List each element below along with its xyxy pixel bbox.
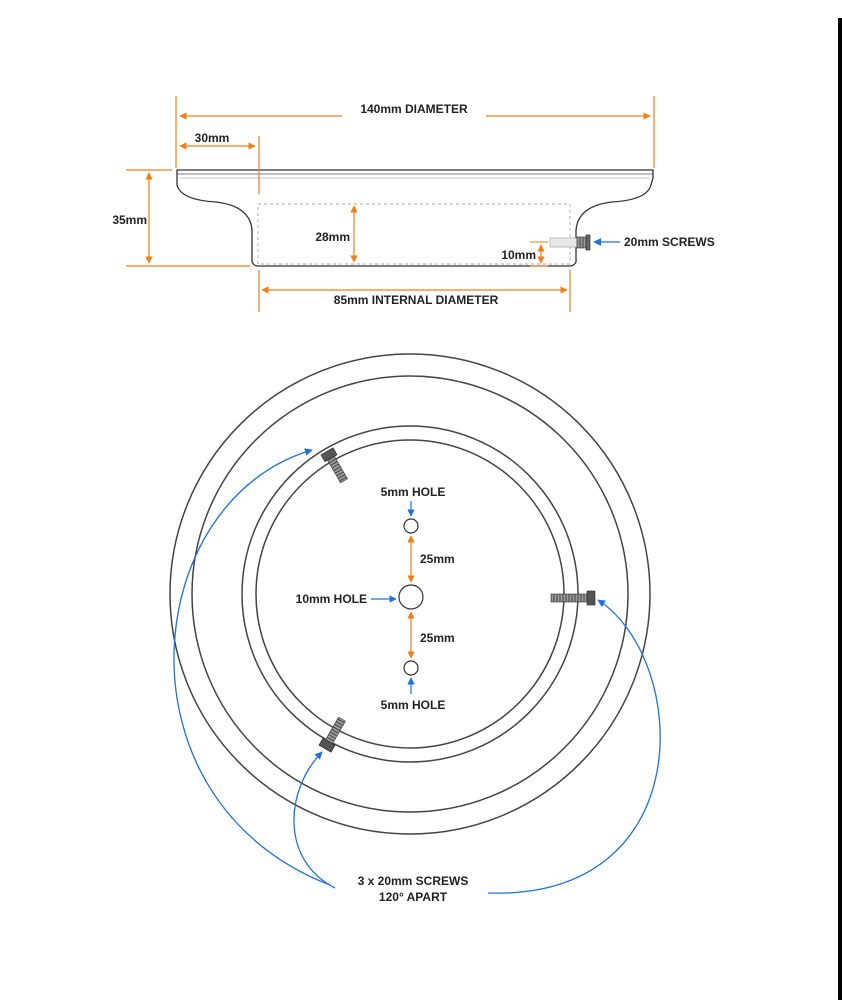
- label-center-hole: 10mm HOLE: [296, 592, 367, 606]
- side-screw-thread: [576, 236, 587, 249]
- screw-upper-left: [320, 447, 348, 484]
- screw-right: [550, 590, 596, 606]
- label-screws-note-line1: 3 x 20mm SCREWS: [358, 874, 469, 888]
- right-border-rule: [838, 18, 842, 1000]
- hole-bottom-5mm: [403, 660, 419, 676]
- label-height: 35mm: [112, 213, 147, 227]
- label-rim-width: 30mm: [195, 131, 230, 145]
- label-screw-callout: 20mm SCREWS: [624, 235, 715, 249]
- label-bottom-hole: 5mm HOLE: [381, 698, 446, 712]
- internal-cavity: [257, 203, 571, 265]
- side-view: 140mm DIAMETER 30mm 35mm 28mm 10mm 20mm …: [105, 96, 715, 312]
- label-overall-diameter: 140mm DIAMETER: [360, 102, 468, 116]
- callout-curve-right: [487, 599, 661, 894]
- callout-curve-lower: [293, 751, 336, 889]
- label-screw-height: 10mm: [501, 248, 536, 262]
- rim-inner-ring: [191, 375, 629, 813]
- top-view: 5mm HOLE 25mm 10mm HOLE 25mm 5mm HOLE 3 …: [169, 353, 661, 904]
- label-internal-diameter: 85mm INTERNAL DIAMETER: [334, 293, 499, 307]
- label-screws-note-line2: 120° APART: [379, 890, 448, 904]
- label-bg-140: [342, 103, 486, 117]
- label-upper-spacing: 25mm: [420, 552, 455, 566]
- side-view-outline: [176, 169, 654, 267]
- label-bg-85: [310, 292, 520, 306]
- outer-rim-ring: [169, 353, 651, 835]
- screw-lower-left: [318, 716, 346, 753]
- label-lower-spacing: 25mm: [420, 631, 455, 645]
- label-bg-35: [105, 212, 145, 228]
- label-top-hole: 5mm HOLE: [381, 485, 446, 499]
- callout-curve-upper: [173, 448, 331, 886]
- hole-top-5mm: [403, 518, 419, 534]
- label-cup-depth: 28mm: [315, 230, 350, 244]
- side-screw-shank: [549, 237, 578, 248]
- side-screw-head: [585, 234, 591, 251]
- hole-center-10mm: [398, 584, 424, 610]
